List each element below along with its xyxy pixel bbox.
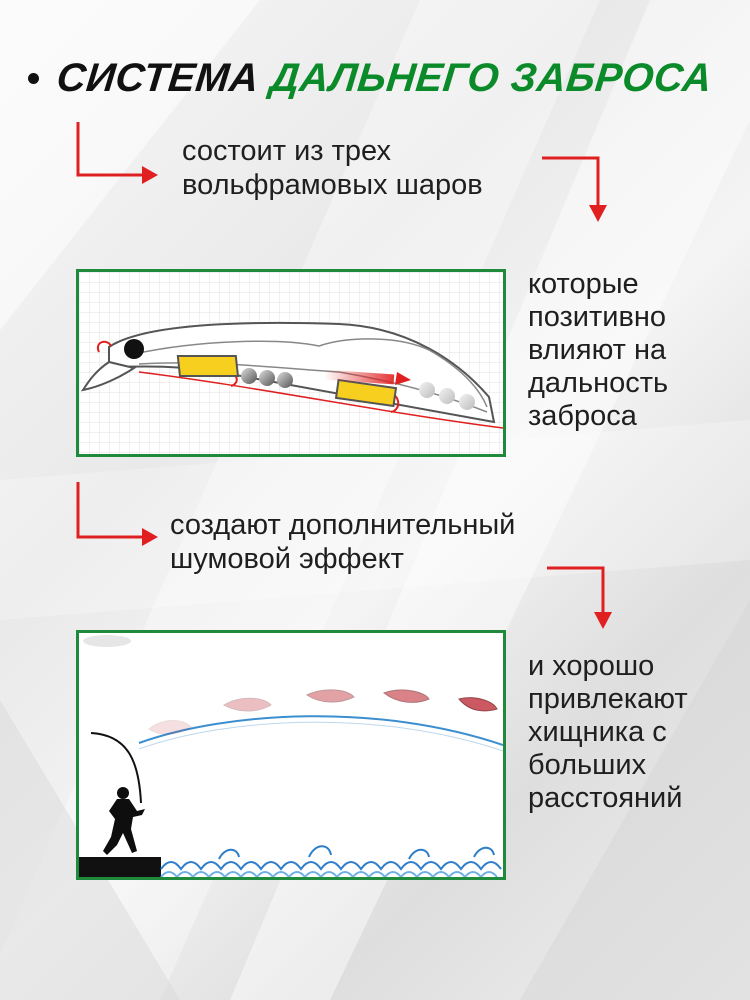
text-line: вольфрамовых шаров bbox=[182, 169, 483, 201]
text-line: создают дополнительный bbox=[170, 509, 516, 541]
elbow-arrow-icon bbox=[76, 482, 158, 546]
lure-diagram-image bbox=[79, 272, 503, 454]
text-line: дальность bbox=[528, 367, 669, 399]
text-line: привлекают bbox=[528, 683, 688, 715]
text-line: шумовой эффект bbox=[170, 543, 404, 575]
elbow-arrow-icon bbox=[547, 566, 612, 629]
text-line: и хорошо bbox=[528, 650, 655, 682]
text-line: расстояний bbox=[528, 782, 683, 814]
headline-word-2: ДАЛЬНЕГО ЗАБРОСА bbox=[268, 56, 715, 100]
angler-silhouette-icon bbox=[103, 787, 145, 855]
text-distance-effect: которые позитивно влияют на дальность за… bbox=[528, 268, 668, 433]
text-line: состоит из трех bbox=[182, 135, 392, 167]
headline-word-1: СИСТЕМА bbox=[54, 56, 262, 100]
headline: СИСТЕМА ДАЛЬНЕГО ЗАБРОСА bbox=[28, 56, 715, 101]
elbow-arrow-icon bbox=[542, 156, 607, 222]
text-line: хищника с bbox=[528, 716, 667, 748]
text-line: которые bbox=[528, 268, 639, 300]
casting-scene-image bbox=[79, 633, 503, 877]
text-attract-predator: и хорошо привлекают хищника с больших ра… bbox=[528, 650, 688, 815]
lure-diagram-frame bbox=[76, 269, 506, 457]
text-noise-effect: создают дополнительный шумовой эффект bbox=[170, 508, 515, 576]
text-line: влияют на bbox=[528, 334, 667, 366]
flying-lure-icon bbox=[148, 689, 498, 735]
text-line: больших bbox=[528, 749, 647, 781]
text-line: заброса bbox=[528, 400, 637, 432]
text-line: позитивно bbox=[528, 301, 667, 333]
headline-title: СИСТЕМА ДАЛЬНЕГО ЗАБРОСА bbox=[55, 56, 715, 101]
casting-scene-frame bbox=[76, 630, 506, 880]
text-tungsten-balls: состоит из трех вольфрамовых шаров bbox=[182, 134, 483, 202]
waves-decoration bbox=[160, 845, 502, 877]
elbow-arrow-icon bbox=[76, 122, 158, 184]
bullet-dot-icon bbox=[28, 73, 39, 84]
